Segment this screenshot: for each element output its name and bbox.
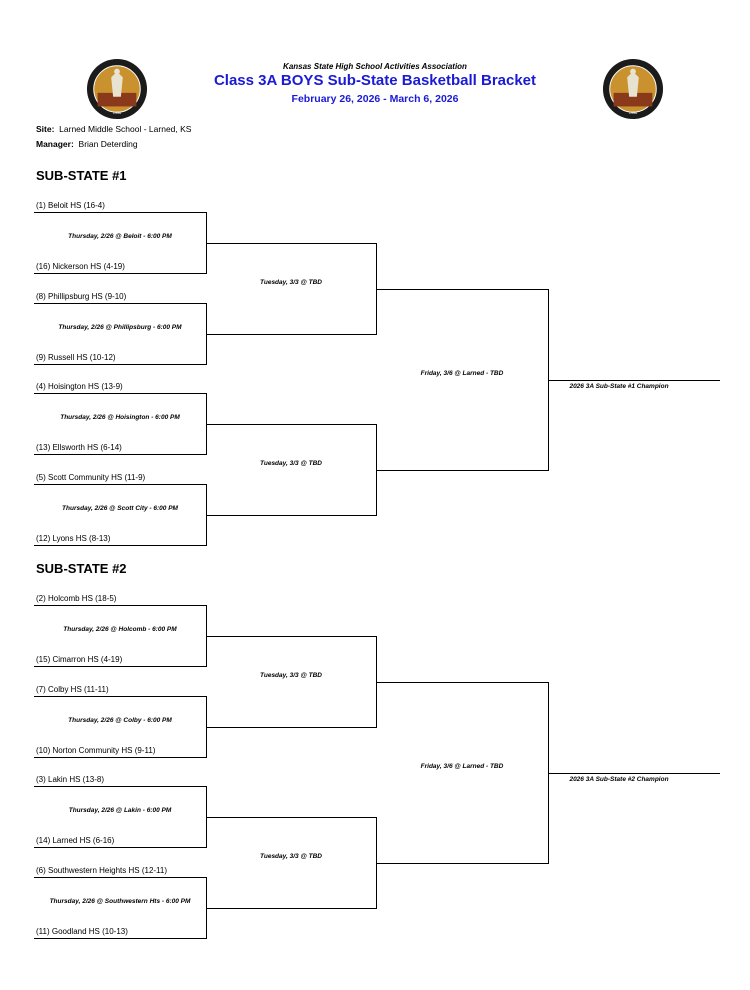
team-line bbox=[34, 666, 206, 667]
champion-label: 2026 3A Sub-State #1 Champion bbox=[569, 383, 669, 390]
team-line bbox=[34, 696, 206, 697]
team-line bbox=[34, 847, 206, 848]
game-info: Thursday, 2/26 @ Phillipsburg - 6:00 PM bbox=[58, 324, 182, 331]
team-name: (8) Phillipsburg HS (9-10) bbox=[36, 292, 127, 301]
game-info: Tuesday, 3/3 @ TBD bbox=[260, 853, 322, 860]
champion-line bbox=[548, 380, 720, 381]
team-name: (15) Cimarron HS (4-19) bbox=[36, 655, 123, 664]
team-name: (2) Holcomb HS (18-5) bbox=[36, 594, 117, 603]
winner-line bbox=[206, 424, 376, 425]
winner-line bbox=[206, 727, 376, 728]
game-info: Thursday, 2/26 @ Colby - 6:00 PM bbox=[68, 717, 172, 724]
khsaa-logo-right: 1956 bbox=[602, 58, 664, 120]
game-info: Thursday, 2/26 @ Beloit - 6:00 PM bbox=[68, 233, 172, 240]
game-info: Tuesday, 3/3 @ TBD bbox=[260, 672, 322, 679]
game-info: Thursday, 2/26 @ Lakin - 6:00 PM bbox=[68, 807, 172, 814]
team-name: (16) Nickerson HS (4-19) bbox=[36, 262, 125, 271]
game-info: Thursday, 2/26 @ Holcomb - 6:00 PM bbox=[63, 626, 177, 633]
team-name: (5) Scott Community HS (11-9) bbox=[36, 473, 146, 482]
team-line bbox=[34, 877, 206, 878]
team-line bbox=[34, 545, 206, 546]
team-line bbox=[34, 757, 206, 758]
khsaa-logo-left: 1956 bbox=[86, 58, 148, 120]
site-value: Larned Middle School - Larned, KS bbox=[59, 124, 192, 134]
game-info: Thursday, 2/26 @ Southwestern Hts - 6:00… bbox=[49, 898, 191, 905]
team-line bbox=[34, 605, 206, 606]
team-line bbox=[34, 484, 206, 485]
site-line: Site: Larned Middle School - Larned, KS bbox=[36, 124, 191, 134]
manager-line: Manager: Brian Deterding bbox=[36, 139, 138, 149]
winner-line bbox=[206, 908, 376, 909]
game-info: Friday, 3/6 @ Larned - TBD bbox=[420, 370, 504, 377]
game-info: Tuesday, 3/3 @ TBD bbox=[260, 279, 322, 286]
logo-year: 1956 bbox=[629, 110, 638, 115]
team-line bbox=[34, 212, 206, 213]
site-label: Site: bbox=[36, 124, 55, 134]
org-name: Kansas State High School Activities Asso… bbox=[283, 62, 467, 71]
team-name: (14) Larned HS (6-16) bbox=[36, 836, 115, 845]
team-line bbox=[34, 273, 206, 274]
manager-value: Brian Deterding bbox=[78, 139, 138, 149]
manager-label: Manager: bbox=[36, 139, 74, 149]
game-info: Thursday, 2/26 @ Hoisington - 6:00 PM bbox=[60, 414, 180, 421]
winner-line bbox=[376, 682, 548, 683]
team-name: (11) Goodland HS (10-13) bbox=[36, 927, 128, 936]
team-line bbox=[34, 303, 206, 304]
winner-line bbox=[206, 243, 376, 244]
team-name: (10) Norton Community HS (9-11) bbox=[36, 746, 156, 755]
team-name: (7) Colby HS (11-11) bbox=[36, 685, 109, 694]
team-name: (13) Ellsworth HS (6-14) bbox=[36, 443, 122, 452]
team-line bbox=[34, 938, 206, 939]
team-line bbox=[34, 364, 206, 365]
winner-line bbox=[206, 817, 376, 818]
champion-line bbox=[548, 773, 720, 774]
game-info: Thursday, 2/26 @ Scott City - 6:00 PM bbox=[62, 505, 178, 512]
winner-line bbox=[376, 470, 548, 471]
team-line bbox=[34, 393, 206, 394]
game-info: Tuesday, 3/3 @ TBD bbox=[260, 460, 322, 467]
winner-line bbox=[376, 289, 548, 290]
team-name: (1) Beloit HS (16-4) bbox=[36, 201, 105, 210]
team-line bbox=[34, 786, 206, 787]
winner-line bbox=[206, 515, 376, 516]
substate-title: SUB-STATE #1 bbox=[36, 168, 127, 183]
logo-year: 1956 bbox=[113, 110, 122, 115]
team-name: (6) Southwestern Heights HS (12-11) bbox=[36, 866, 168, 875]
team-name: (12) Lyons HS (8-13) bbox=[36, 534, 111, 543]
page-title: Class 3A BOYS Sub-State Basketball Brack… bbox=[213, 72, 537, 89]
winner-line bbox=[206, 334, 376, 335]
substate-title: SUB-STATE #2 bbox=[36, 561, 127, 576]
team-name: (3) Lakin HS (13-8) bbox=[36, 775, 105, 784]
team-name: (4) Hoisington HS (13-9) bbox=[36, 382, 123, 391]
champion-label: 2026 3A Sub-State #2 Champion bbox=[569, 776, 669, 783]
date-range: February 26, 2026 - March 6, 2026 bbox=[291, 93, 459, 105]
team-name: (9) Russell HS (10-12) bbox=[36, 353, 116, 362]
winner-line bbox=[206, 636, 376, 637]
winner-line bbox=[376, 863, 548, 864]
team-line bbox=[34, 454, 206, 455]
game-info: Friday, 3/6 @ Larned - TBD bbox=[420, 763, 504, 770]
